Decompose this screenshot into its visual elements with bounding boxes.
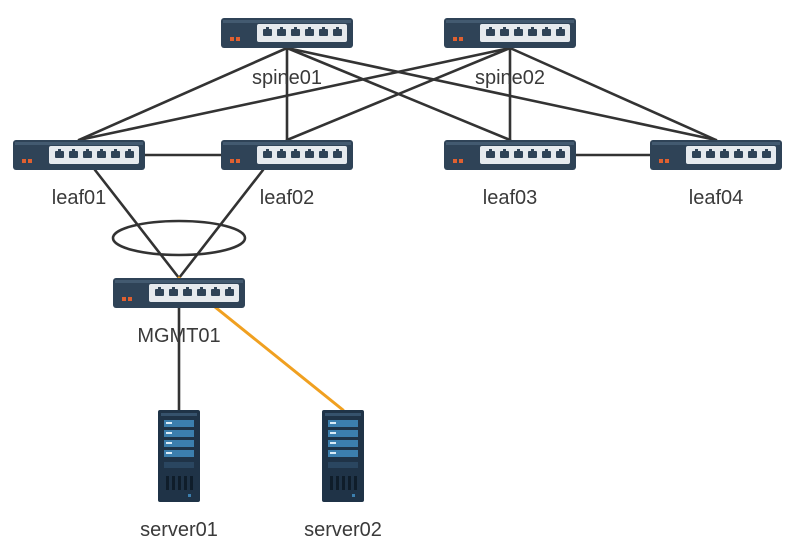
label-spine02: spine02 <box>474 67 546 89</box>
switch-leaf03[interactable] <box>444 140 576 170</box>
label-leaf01: leaf01 <box>51 187 107 209</box>
label-leaf03: leaf03 <box>482 187 538 209</box>
label-server01: server01 <box>140 519 218 541</box>
link-spine01-leaf01 <box>77 46 289 142</box>
server-icon <box>158 410 200 502</box>
switch-mgmt01[interactable] <box>113 278 245 308</box>
network-switch-icon <box>444 140 576 170</box>
server-server01[interactable] <box>158 410 200 502</box>
link-spine02-leaf04 <box>508 46 718 142</box>
switch-leaf01[interactable] <box>13 140 145 170</box>
switch-spine01[interactable] <box>221 18 353 48</box>
network-switch-icon <box>221 18 353 48</box>
network-switch-icon <box>221 140 353 170</box>
label-spine01: spine01 <box>251 67 323 89</box>
label-mgmt01: MGMT01 <box>137 325 221 347</box>
switch-leaf02[interactable] <box>221 140 353 170</box>
network-switch-icon <box>113 278 245 308</box>
label-leaf04: leaf04 <box>688 187 744 209</box>
link-spine02-leaf01 <box>77 46 512 142</box>
network-switch-icon <box>13 140 145 170</box>
link-spine01-leaf04 <box>285 46 718 142</box>
link-spine02-leaf02 <box>285 46 512 142</box>
server-icon <box>322 410 364 502</box>
link-aggregation-ellipse <box>111 219 247 257</box>
label-server02: server02 <box>304 519 382 541</box>
network-switch-icon <box>650 140 782 170</box>
switch-leaf04[interactable] <box>650 140 782 170</box>
server-server02[interactable] <box>322 410 364 502</box>
switch-spine02[interactable] <box>444 18 576 48</box>
label-leaf02: leaf02 <box>259 187 315 209</box>
network-switch-icon <box>444 18 576 48</box>
